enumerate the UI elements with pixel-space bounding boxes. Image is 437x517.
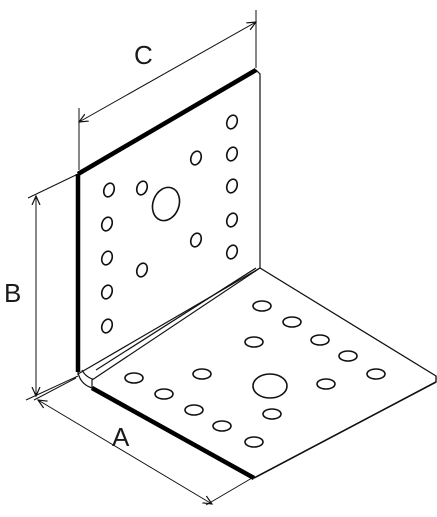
hole (100, 284, 114, 300)
vertical-flange (75, 68, 261, 376)
dimension-b (25, 173, 79, 401)
hole (244, 436, 264, 448)
hole (100, 318, 114, 334)
hole (124, 372, 144, 384)
hole (225, 146, 239, 162)
dimension-a-label: A (112, 422, 130, 452)
dimension-c-label: C (134, 40, 153, 70)
vertical-flange-holes (100, 114, 239, 334)
hole (100, 216, 114, 232)
hole (184, 404, 204, 416)
hole (154, 388, 174, 400)
horizontal-flange (90, 267, 437, 480)
dimension-a-line (38, 400, 212, 504)
hole (252, 300, 272, 312)
dimension-b-extension-bottom (25, 375, 79, 401)
hole (262, 408, 282, 420)
dimension-a (33, 377, 253, 506)
hole (366, 368, 386, 380)
hole (100, 250, 114, 266)
hole (189, 150, 203, 166)
hole (316, 378, 336, 390)
hole (338, 350, 358, 362)
horizontal-flange-holes (124, 300, 386, 448)
dimension-b-label: B (4, 278, 21, 308)
hole (192, 368, 212, 380)
hole (225, 244, 239, 260)
dimension-a-extension-right (205, 477, 253, 506)
hole (225, 212, 239, 228)
hole (225, 178, 239, 194)
hole (135, 262, 149, 278)
dimension-a-extension-left (33, 377, 77, 401)
hole (135, 180, 149, 196)
hole (151, 186, 181, 222)
dimension-c-line (79, 22, 256, 122)
hole (282, 316, 302, 328)
dimension-c (79, 10, 256, 170)
dimension-b-extension-top (27, 173, 79, 199)
hole (212, 420, 232, 432)
hole (225, 114, 239, 130)
hole (244, 336, 264, 348)
hole (189, 232, 203, 248)
hole (252, 373, 288, 399)
hole (310, 334, 330, 346)
hole (102, 182, 116, 198)
